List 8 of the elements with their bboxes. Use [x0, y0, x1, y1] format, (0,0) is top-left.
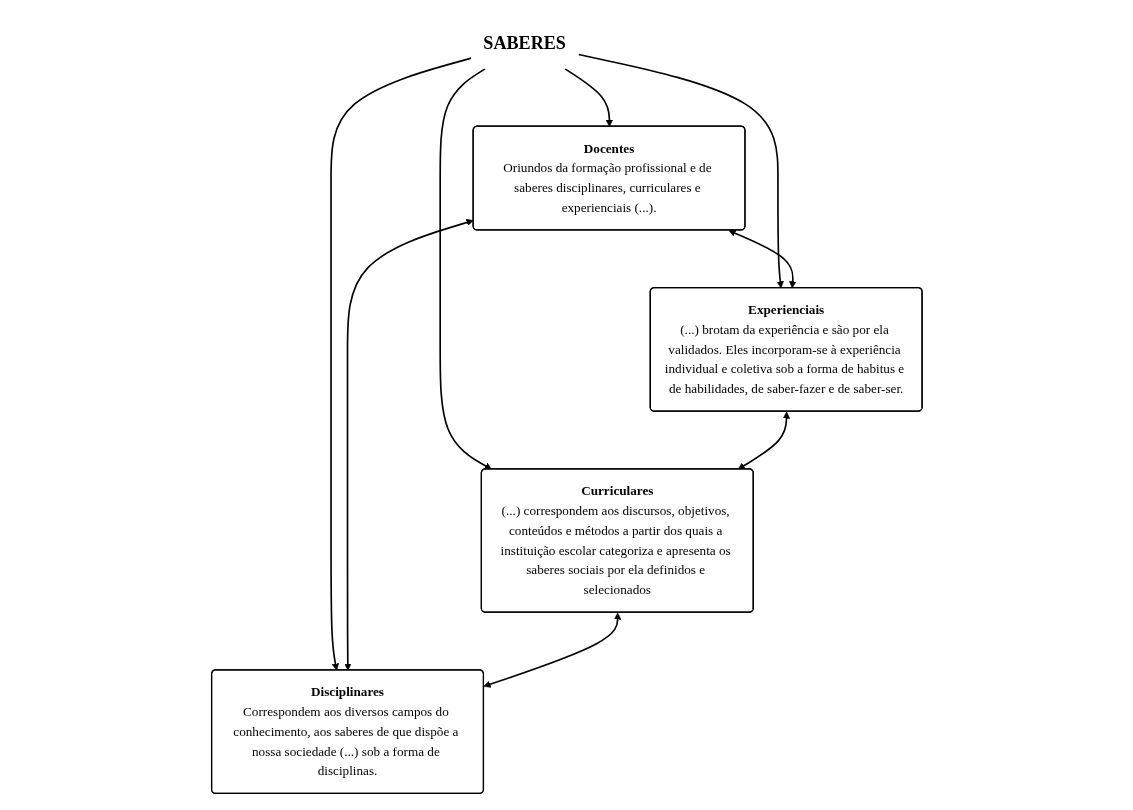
- arrow: [563, 68, 613, 127]
- node-text: SABERES: [482, 32, 566, 53]
- arrow: [728, 229, 796, 289]
- arrow: [329, 57, 472, 671]
- arrow: [439, 68, 492, 470]
- arrow: [737, 411, 790, 470]
- arrow: [577, 53, 784, 289]
- arrow: [483, 612, 621, 688]
